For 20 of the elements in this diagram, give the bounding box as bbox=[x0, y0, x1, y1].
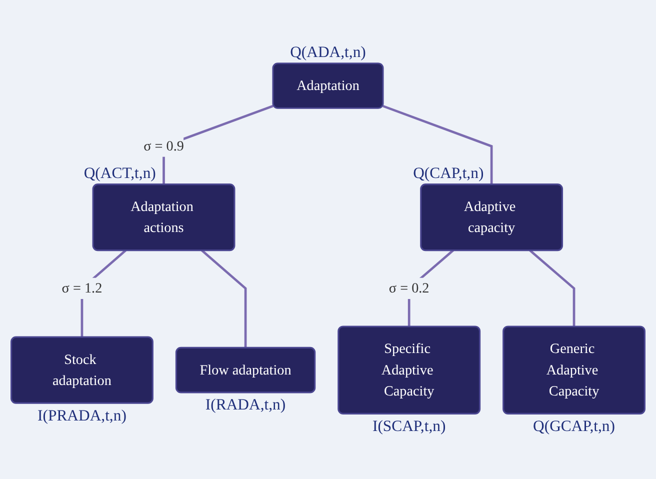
node-box: Specific Adaptive Capacity bbox=[338, 326, 481, 414]
connector bbox=[200, 249, 247, 348]
node-annotation: Q(GCAP,t,n) bbox=[533, 418, 615, 435]
node-box: Adaptation actions bbox=[92, 183, 236, 251]
node-annotation: I(RADA,t,n) bbox=[205, 396, 286, 414]
edge-label: σ = 0.2 bbox=[388, 280, 430, 296]
node-annotation: Q(CAP,t,n) bbox=[413, 164, 484, 182]
edge-label: σ = 1.2 bbox=[62, 280, 102, 296]
node-annotation: Q(ADA,t,n) bbox=[290, 44, 366, 61]
node-box: Generic Adaptive Capacity bbox=[502, 326, 646, 414]
connector bbox=[529, 249, 576, 326]
node-annotation: Q(ACT,t,n) bbox=[84, 164, 156, 182]
node-box: Adaptation bbox=[272, 62, 384, 109]
node-box: Flow adaptation bbox=[175, 346, 316, 394]
node-box: Stock adaptation bbox=[10, 336, 154, 404]
connector bbox=[382, 104, 493, 184]
edge-label: σ = 0.9 bbox=[144, 138, 184, 154]
node-annotation: I(PRADA,t,n) bbox=[38, 407, 126, 424]
node-annotation: I(SCAP,t,n) bbox=[372, 418, 446, 435]
node-box: Adaptive capacity bbox=[420, 183, 564, 251]
